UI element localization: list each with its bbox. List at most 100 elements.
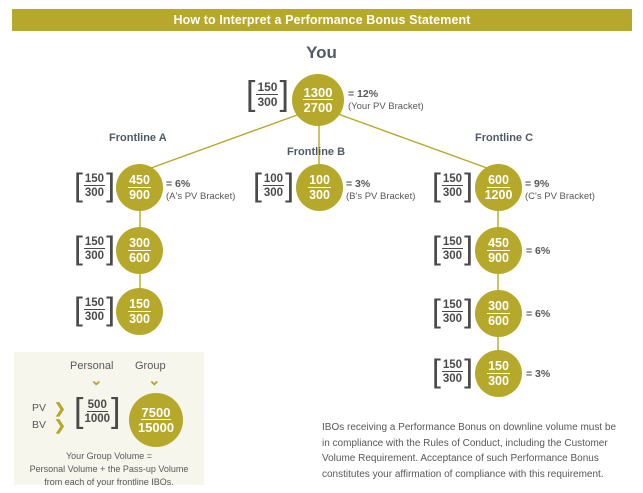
bracket-left: [ bbox=[432, 293, 441, 329]
node-b1-den: 300 bbox=[309, 187, 330, 202]
bracket-left: [ bbox=[74, 230, 83, 266]
node-a3-num: 150 bbox=[128, 296, 151, 312]
node-a2-bracket: [ 150 300 ] bbox=[74, 230, 115, 266]
node-c2-percent-value: = 6% bbox=[526, 245, 551, 257]
chevron-down-icon-group: ⌄ bbox=[148, 372, 161, 389]
bracket-left: [ bbox=[432, 167, 441, 203]
root-percent: = 12% (Your PV Bracket) bbox=[348, 88, 424, 112]
bracket-right: ] bbox=[464, 293, 473, 329]
bracket-right: ] bbox=[106, 291, 115, 327]
node-c1-den: 1200 bbox=[484, 187, 513, 202]
legend-group-label: Group bbox=[135, 360, 166, 372]
node-b1-percent: = 3% (B's PV Bracket) bbox=[346, 178, 415, 202]
bracket-left: [ bbox=[74, 167, 83, 203]
node-c1-num: 600 bbox=[487, 172, 510, 188]
legend-bracket: [ 500 1000 ] bbox=[74, 392, 121, 430]
legend-header: Personal ⌄ Group ⌄ bbox=[14, 360, 204, 390]
node-c1[interactable]: 600 1200 bbox=[475, 164, 522, 211]
node-c1-percent-value: = 9% bbox=[525, 178, 550, 190]
node-a1-percent-value: = 6% bbox=[166, 178, 191, 190]
node-a1-percent-sub: (A's PV Bracket) bbox=[166, 191, 236, 202]
legend-bracket-den: 1000 bbox=[84, 412, 111, 425]
legend-row-bv: BV ❯ bbox=[32, 417, 70, 433]
node-c1-bracket-num: 150 bbox=[441, 172, 464, 186]
node-c1-percent-sub: (C's PV Bracket) bbox=[525, 191, 595, 202]
header-bar: How to Interpret a Performance Bonus Sta… bbox=[12, 9, 632, 31]
legend-rows: PV ❯ BV ❯ bbox=[32, 400, 70, 433]
node-a3-bracket-num: 150 bbox=[83, 296, 106, 310]
node-b1[interactable]: 100 300 bbox=[296, 164, 343, 211]
node-c3-num: 300 bbox=[487, 298, 510, 314]
legend-note-line3: from each of your frontline IBOs. bbox=[44, 477, 174, 488]
node-c4-bracket-num: 150 bbox=[441, 358, 464, 372]
node-b1-percent-sub: (B's PV Bracket) bbox=[346, 191, 416, 202]
root-circle-num: 1300 bbox=[302, 84, 334, 100]
branch-label-a: Frontline A bbox=[109, 132, 167, 144]
node-a2[interactable]: 300 600 bbox=[116, 227, 163, 274]
node-c2-bracket-den: 300 bbox=[442, 249, 463, 262]
node-c3[interactable]: 300 600 bbox=[475, 290, 522, 337]
bracket-right: ] bbox=[464, 230, 473, 266]
node-a1-bracket-num: 150 bbox=[83, 172, 106, 186]
node-a1[interactable]: 450 900 bbox=[116, 164, 163, 211]
node-a3-bracket-den: 300 bbox=[84, 310, 105, 323]
legend-group-circle[interactable]: 7500 15000 bbox=[129, 393, 183, 447]
node-c1-bracket-den: 300 bbox=[442, 186, 463, 199]
node-a3-bracket: [ 150 300 ] bbox=[74, 291, 115, 327]
legend-row-pv: PV ❯ bbox=[32, 400, 70, 416]
chevron-right-icon-pv: ❯ bbox=[54, 399, 66, 416]
node-b1-bracket-num: 100 bbox=[262, 172, 285, 186]
node-c2-bracket-num: 150 bbox=[441, 235, 464, 249]
node-b1-num: 100 bbox=[308, 172, 331, 188]
legend-circle-num: 7500 bbox=[140, 404, 172, 420]
node-c3-den: 600 bbox=[488, 313, 509, 328]
node-c4-bracket: [ 150 300 ] bbox=[432, 353, 473, 389]
bracket-right: ] bbox=[106, 167, 115, 203]
root-circle-den: 2700 bbox=[303, 100, 333, 115]
node-a2-num: 300 bbox=[128, 235, 151, 251]
bracket-right: ] bbox=[111, 392, 121, 430]
legend-pv-label: PV bbox=[32, 402, 47, 414]
node-a2-bracket-num: 150 bbox=[83, 235, 106, 249]
legend-bracket-num: 500 bbox=[86, 398, 108, 412]
root-percent-value: = 12% bbox=[348, 88, 379, 100]
node-c2[interactable]: 450 900 bbox=[475, 227, 522, 274]
legend-circle-den: 15000 bbox=[137, 420, 175, 435]
node-root[interactable]: 1300 2700 bbox=[292, 74, 344, 126]
bracket-left: [ bbox=[253, 167, 262, 203]
node-c4[interactable]: 150 300 bbox=[475, 350, 522, 397]
root-bracket-num: 150 bbox=[256, 80, 279, 95]
bracket-right: ] bbox=[464, 167, 473, 203]
root-label: You bbox=[306, 43, 337, 62]
node-c3-bracket-num: 150 bbox=[441, 298, 464, 312]
legend-note: Your Group Volume = Personal Volume + th… bbox=[14, 450, 204, 489]
node-c1-percent: = 9% (C's PV Bracket) bbox=[525, 178, 595, 202]
node-c3-percent-value: = 6% bbox=[526, 308, 551, 320]
node-c4-percent: = 3% bbox=[526, 368, 550, 380]
root-bracket: [ 150 300 ] bbox=[246, 77, 289, 111]
chevron-down-icon-personal: ⌄ bbox=[90, 372, 103, 389]
bracket-left: [ bbox=[74, 291, 83, 327]
legend-bv-label: BV bbox=[32, 419, 47, 431]
node-a1-num: 450 bbox=[128, 172, 151, 188]
bracket-left: [ bbox=[432, 353, 441, 389]
bracket-left: [ bbox=[74, 392, 84, 430]
node-c3-bracket: [ 150 300 ] bbox=[432, 293, 473, 329]
node-c4-num: 150 bbox=[487, 358, 510, 374]
node-a3[interactable]: 150 300 bbox=[116, 288, 163, 335]
node-c2-bracket: [ 150 300 ] bbox=[432, 230, 473, 266]
node-b1-bracket-den: 300 bbox=[263, 186, 284, 199]
node-c2-percent: = 6% bbox=[526, 245, 550, 257]
node-c2-num: 450 bbox=[487, 235, 510, 251]
disclaimer-text: IBOs receiving a Performance Bonus on do… bbox=[322, 422, 617, 480]
node-c3-percent: = 6% bbox=[526, 308, 550, 320]
legend-personal-label: Personal bbox=[70, 360, 114, 372]
node-c4-percent-value: = 3% bbox=[526, 368, 551, 380]
node-c1-bracket: [ 150 300 ] bbox=[432, 167, 473, 203]
root-percent-sub: (Your PV Bracket) bbox=[348, 101, 424, 112]
node-c2-den: 900 bbox=[488, 250, 509, 265]
bracket-right: ] bbox=[285, 167, 294, 203]
node-a2-den: 600 bbox=[129, 250, 150, 265]
node-b1-bracket: [ 100 300 ] bbox=[253, 167, 294, 203]
